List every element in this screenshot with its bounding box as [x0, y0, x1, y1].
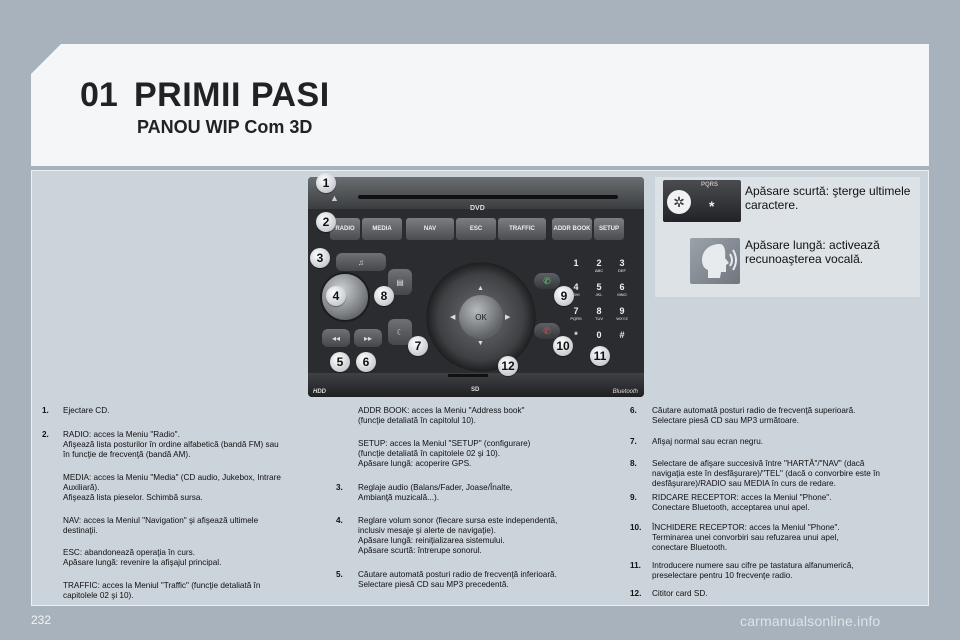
callout-badge: 7	[408, 336, 428, 356]
voice-recognition-icon	[690, 238, 740, 284]
callout-badge: 5	[330, 352, 350, 372]
callout-badge: 4	[326, 286, 346, 306]
callout-badge: 1	[316, 173, 336, 193]
radio-bottom-strip	[308, 373, 644, 397]
callout-badge: 8	[374, 286, 394, 306]
dvd-logo: DVD	[470, 205, 485, 212]
hang-up-icon: ✆	[534, 323, 560, 339]
nav-button: NAV	[406, 218, 454, 240]
watermark: carmanualsonline.info	[740, 613, 881, 629]
sd-logo: SD	[471, 387, 480, 393]
seek-forward-icon: ▸▸	[354, 329, 382, 347]
header-panel	[31, 44, 929, 166]
star-key-icon: *	[709, 198, 715, 214]
setup-button: SETUP	[594, 218, 624, 240]
seek-back-icon: ◂◂	[322, 329, 350, 347]
pick-up-icon: ✆	[534, 273, 560, 289]
hdd-logo: HDD	[313, 389, 326, 395]
radio-top-strip	[308, 177, 644, 209]
callout-badge: 6	[356, 352, 376, 372]
media-button: MEDIA	[362, 218, 402, 240]
radio-button: RADIO	[330, 218, 360, 240]
ok-button: OK	[459, 295, 503, 339]
bluetooth-logo: Bluetooth	[612, 389, 638, 395]
arrow-up-icon: ▲	[477, 285, 484, 292]
page-number: 232	[31, 613, 52, 627]
key-1: 1	[573, 258, 579, 268]
arrow-right-icon: ▶	[505, 314, 511, 321]
traffic-button: TRAFFIC	[498, 218, 546, 240]
key-star: *	[574, 330, 578, 340]
key-hash: #	[619, 330, 625, 340]
callout-badge: 12	[498, 356, 518, 376]
arrow-down-icon: ▼	[477, 340, 484, 347]
audio-settings-icon: ♫	[336, 253, 386, 271]
arrow-left-icon: ◀	[450, 314, 456, 321]
long-press-text: Apăsare lungă: activează recunoaşterea v…	[745, 238, 880, 266]
esc-button: ESC	[456, 218, 496, 240]
short-press-text: Apăsare scurtă: şterge ultimele caracter…	[745, 184, 911, 212]
cd-slot	[358, 195, 618, 199]
callout-badge: 10	[553, 336, 573, 356]
section-subtitle: PANOU WIP Com 3D	[137, 117, 313, 137]
key-0: 0	[596, 330, 602, 340]
callout-badge: 3	[310, 248, 330, 268]
addr-book-button: ADDR BOOK	[552, 218, 592, 240]
callout-badge: 9	[554, 286, 574, 306]
eject-icon: ▲	[330, 193, 339, 203]
callout-badge: 2	[316, 212, 336, 232]
sun-icon: ✲	[667, 190, 691, 214]
chapter-title: PRIMII PASI	[134, 76, 330, 114]
callout-badge: 11	[590, 346, 610, 366]
chapter-number: 01	[80, 76, 118, 114]
keypad-closeup-image: PQRS ✲ *	[663, 180, 741, 222]
sd-card-slot	[448, 374, 488, 377]
